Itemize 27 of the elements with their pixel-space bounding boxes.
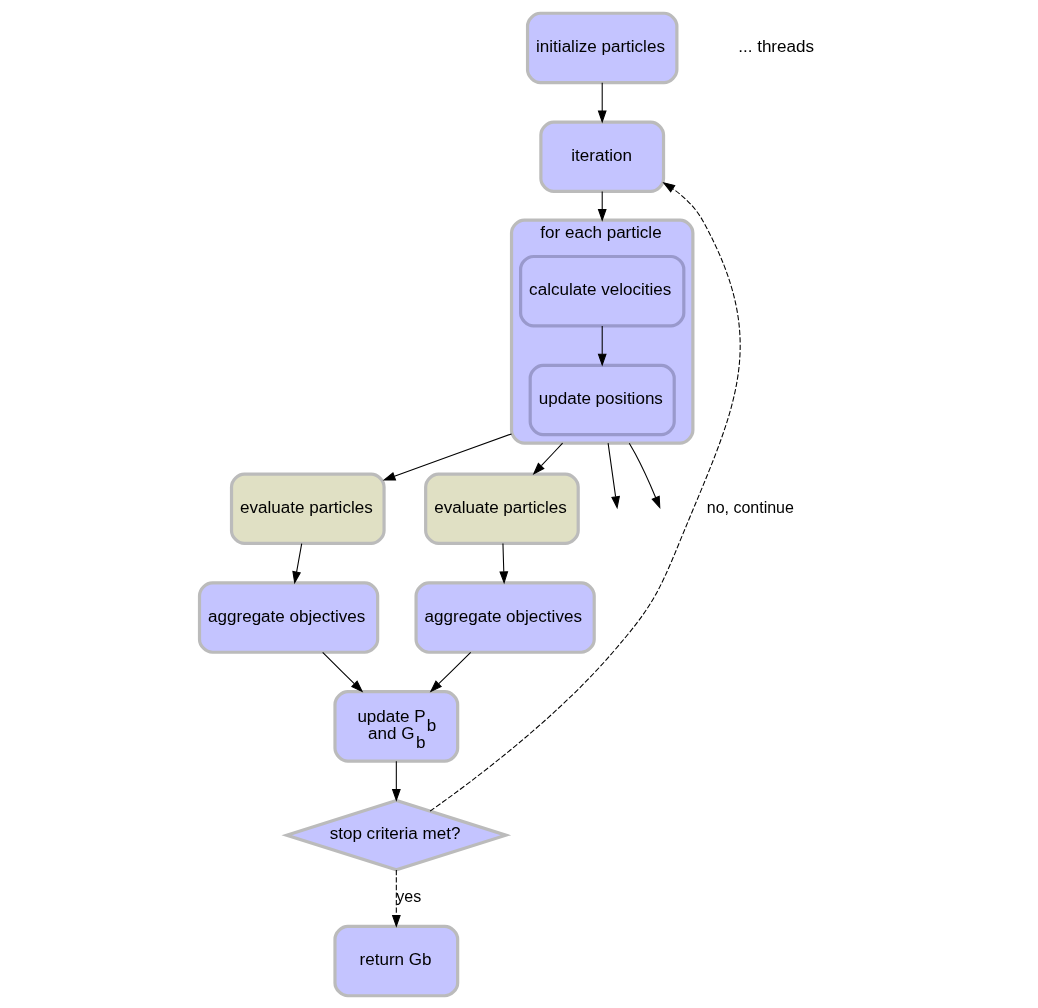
arrow [429,181,741,812]
node-box: iteration [539,119,666,193]
edge-label: yes [396,887,422,905]
arrow [499,542,509,584]
arrow [391,869,401,928]
node-box: update positions [528,363,676,436]
arrow [429,651,472,693]
node-box: initialize particles [525,11,679,84]
node-box: evaluate particles [229,472,386,545]
node-box: aggregate objectives [197,580,380,654]
arrow [597,81,607,123]
node-box: return Gb [333,924,460,997]
node-box: evaluate particles [424,472,580,545]
node-diamond: stop criteria met? [281,798,512,872]
node-box: aggregate objectives [414,580,596,654]
node-box: calculate velocities [519,254,686,327]
arrow [628,442,661,509]
arrow [532,442,564,475]
arrow [597,190,607,222]
arrow [391,760,401,802]
arrow [382,432,513,481]
arrow [597,324,607,367]
arrow [322,651,364,693]
arrow [292,542,303,584]
arrow [607,442,620,509]
edge-label: no, continue [706,498,794,515]
label: ... threads [738,36,815,56]
